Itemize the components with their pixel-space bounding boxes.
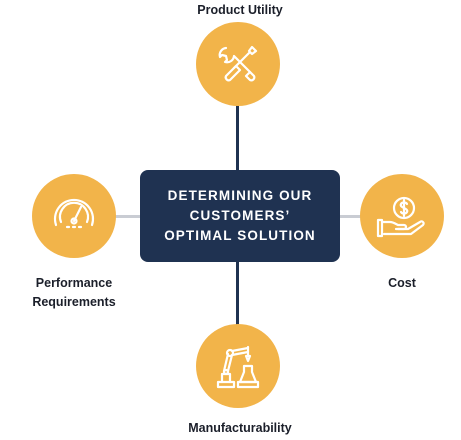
speedometer-gauge-icon — [53, 198, 95, 229]
center-line-3: OPTIMAL SOLUTION — [164, 228, 316, 243]
performance-label-line-2: Requirements — [32, 295, 116, 309]
performance-label-line-1: Performance — [35, 276, 113, 290]
robotic-arm-icon — [216, 345, 260, 389]
connector-right — [338, 215, 362, 218]
product-utility-label: Product Utility — [197, 3, 283, 17]
connector-top — [236, 104, 239, 172]
center-line-2: CUSTOMERS’ — [189, 208, 291, 223]
hand-dollar-coin-icon — [376, 196, 425, 238]
performance-requirements-node — [32, 174, 116, 258]
connector-left — [114, 215, 142, 218]
cost-label: Cost — [388, 276, 416, 290]
manufacturability-node — [196, 324, 280, 408]
wrench-screwdriver-icon — [218, 45, 258, 82]
center-line-1: DETERMINING OUR — [167, 188, 313, 203]
product-utility-node — [196, 22, 280, 106]
cost-node — [360, 174, 444, 258]
connector-bottom — [236, 261, 239, 327]
performance-requirements-label: Performance Requirements — [0, 274, 148, 312]
manufacturability-label: Manufacturability — [188, 421, 292, 435]
center-goal-box: DETERMINING OUR CUSTOMERS’ OPTIMAL SOLUT… — [140, 170, 340, 262]
